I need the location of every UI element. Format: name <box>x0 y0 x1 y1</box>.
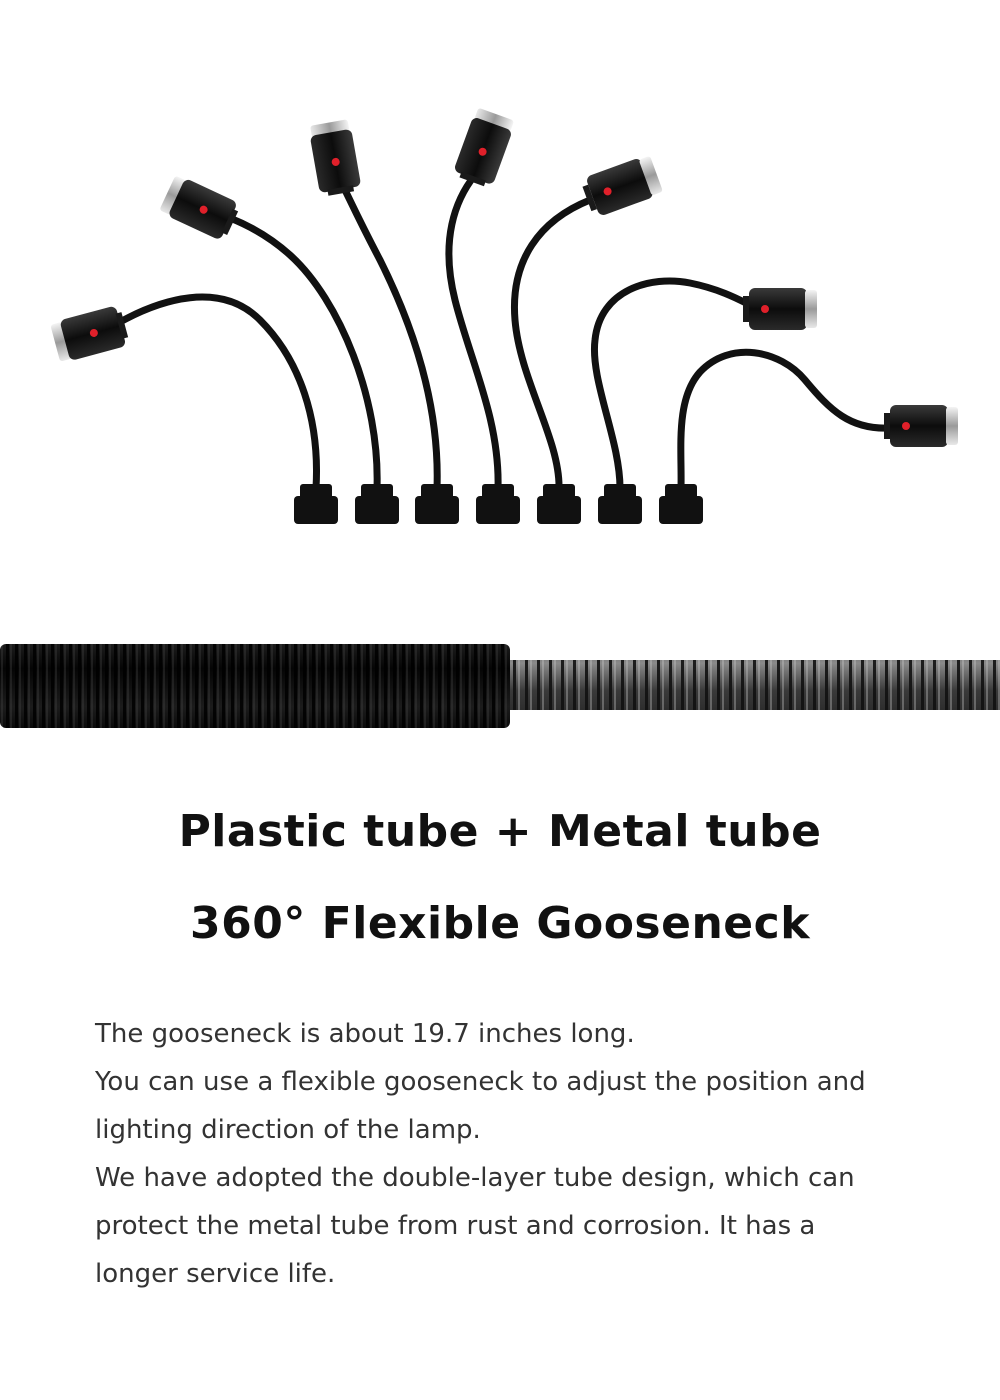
gooseneck-cable <box>116 293 320 492</box>
lamp-base <box>355 484 399 524</box>
description-line: lighting direction of the lamp. <box>95 1115 481 1145</box>
description-line: protect the metal tube from rust and cor… <box>95 1211 816 1241</box>
lamp-head <box>884 405 958 447</box>
description-line: The gooseneck is about 19.7 inches long. <box>95 1019 635 1049</box>
description-line: You can use a flexible gooseneck to adju… <box>95 1067 866 1097</box>
lamp-head <box>743 288 817 330</box>
gooseneck-cable <box>677 348 894 492</box>
lamp-base <box>476 484 520 524</box>
lamp-head <box>50 306 129 361</box>
gooseneck-cable <box>340 184 441 492</box>
headline-gooseneck: 360° Flexible Gooseneck <box>190 898 810 949</box>
lamp-head <box>582 156 663 215</box>
gooseneck-lamps-illustration <box>50 108 958 524</box>
lamp-base <box>659 484 703 524</box>
metal-tube <box>500 660 1000 710</box>
gooseneck-cable <box>445 171 502 492</box>
lamp-base <box>598 484 642 524</box>
lamp-base <box>294 484 338 524</box>
lamp-head <box>160 176 239 239</box>
description-line: longer service life. <box>95 1259 336 1289</box>
description-text: The gooseneck is about 19.7 inches long.… <box>95 1010 935 1298</box>
description-line: We have adopted the double-layer tube de… <box>95 1163 855 1193</box>
tube-cutaway-illustration <box>0 644 1000 728</box>
lamp-base <box>537 484 581 524</box>
plastic-tube <box>0 644 510 728</box>
lamp-head <box>455 108 514 187</box>
gooseneck-cable <box>590 277 754 492</box>
lamp-base <box>415 484 459 524</box>
headline-tubes: Plastic tube + Metal tube <box>178 806 822 857</box>
lamp-head <box>310 119 361 196</box>
gooseneck-cable <box>510 196 594 492</box>
gooseneck-cable <box>226 214 381 492</box>
